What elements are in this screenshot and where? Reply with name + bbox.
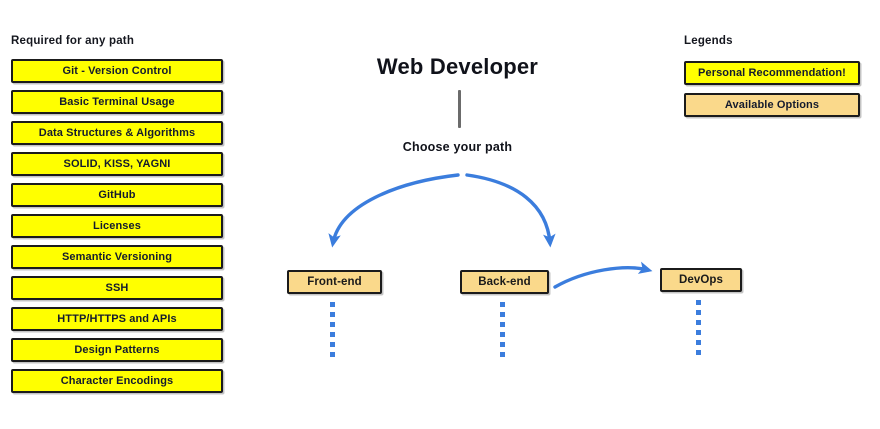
legends-list: Personal Recommendation! Available Optio… xyxy=(684,61,860,125)
list-item[interactable]: Data Structures & Algorithms xyxy=(11,121,223,145)
list-item-label: Data Structures & Algorithms xyxy=(38,127,196,139)
node-label: Front-end xyxy=(307,276,362,288)
list-item[interactable]: HTTP/HTTPS and APIs xyxy=(11,307,223,331)
list-item-label: SOLID, KISS, YAGNI xyxy=(63,158,171,170)
list-item-label: Licenses xyxy=(93,220,141,232)
node-devops[interactable]: DevOps xyxy=(660,268,742,292)
list-item[interactable]: Git - Version Control xyxy=(11,59,223,83)
list-item-label: Git - Version Control xyxy=(62,65,172,77)
legend-item-available-options: Available Options xyxy=(684,93,860,117)
node-label: DevOps xyxy=(678,274,724,286)
arrow-to-backend xyxy=(465,173,556,248)
list-item-label: HTTP/HTTPS and APIs xyxy=(57,313,177,325)
legend-item-label: Available Options xyxy=(724,99,820,111)
list-item-label: Basic Terminal Usage xyxy=(59,96,175,108)
node-back-end[interactable]: Back-end xyxy=(460,270,549,294)
list-item[interactable]: Design Patterns xyxy=(11,338,223,362)
page-title: Web Developer xyxy=(376,54,539,79)
list-item[interactable]: GitHub xyxy=(11,183,223,207)
required-section-heading: Required for any path xyxy=(11,35,135,47)
roadmap-flow-diagram: Web Developer Choose your path Front-end… xyxy=(255,0,785,429)
list-item-label: SSH xyxy=(105,282,129,294)
list-item[interactable]: Licenses xyxy=(11,214,223,238)
list-item-label: Character Encodings xyxy=(60,375,174,387)
node-front-end[interactable]: Front-end xyxy=(287,270,382,294)
choose-your-path-label: Choose your path xyxy=(402,140,513,154)
dotted-continuation-frontend xyxy=(330,302,335,357)
legend-item-label: Personal Recommendation! xyxy=(698,67,846,79)
dotted-continuation-backend xyxy=(500,302,505,357)
legend-item-personal-recommendation: Personal Recommendation! xyxy=(684,61,860,85)
flow-connectors xyxy=(328,173,653,289)
required-items-list: Git - Version Control Basic Terminal Usa… xyxy=(11,59,223,400)
arrow-to-frontend xyxy=(328,173,460,248)
legends-section-heading: Legends xyxy=(684,35,733,47)
list-item[interactable]: Character Encodings xyxy=(11,369,223,393)
list-item[interactable]: Basic Terminal Usage xyxy=(11,90,223,114)
list-item[interactable]: SSH xyxy=(11,276,223,300)
list-item-label: Design Patterns xyxy=(74,344,160,356)
arrow-backend-to-devops xyxy=(553,261,653,289)
list-item-label: GitHub xyxy=(98,189,136,201)
dotted-continuation-devops xyxy=(696,300,701,355)
list-item[interactable]: SOLID, KISS, YAGNI xyxy=(11,152,223,176)
list-item-label: Semantic Versioning xyxy=(61,251,173,263)
node-label: Back-end xyxy=(478,276,531,288)
root-stem-line xyxy=(458,90,461,128)
list-item[interactable]: Semantic Versioning xyxy=(11,245,223,269)
